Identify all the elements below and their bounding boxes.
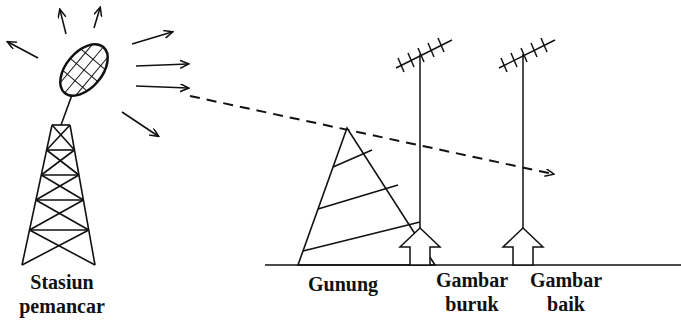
signal-path: [190, 96, 553, 174]
ground-line: [265, 264, 681, 266]
place-label: Gunung: [288, 272, 398, 296]
place-label: Stasiun pemancar: [7, 270, 117, 318]
radiating-arrows: [8, 8, 188, 136]
place-label: Gambar buruk: [431, 268, 513, 316]
tower-lattice: [22, 95, 95, 265]
dish: [51, 35, 117, 104]
place-label: Gambar baik: [525, 268, 607, 316]
antenna: [396, 38, 452, 265]
antenna: [499, 38, 555, 265]
